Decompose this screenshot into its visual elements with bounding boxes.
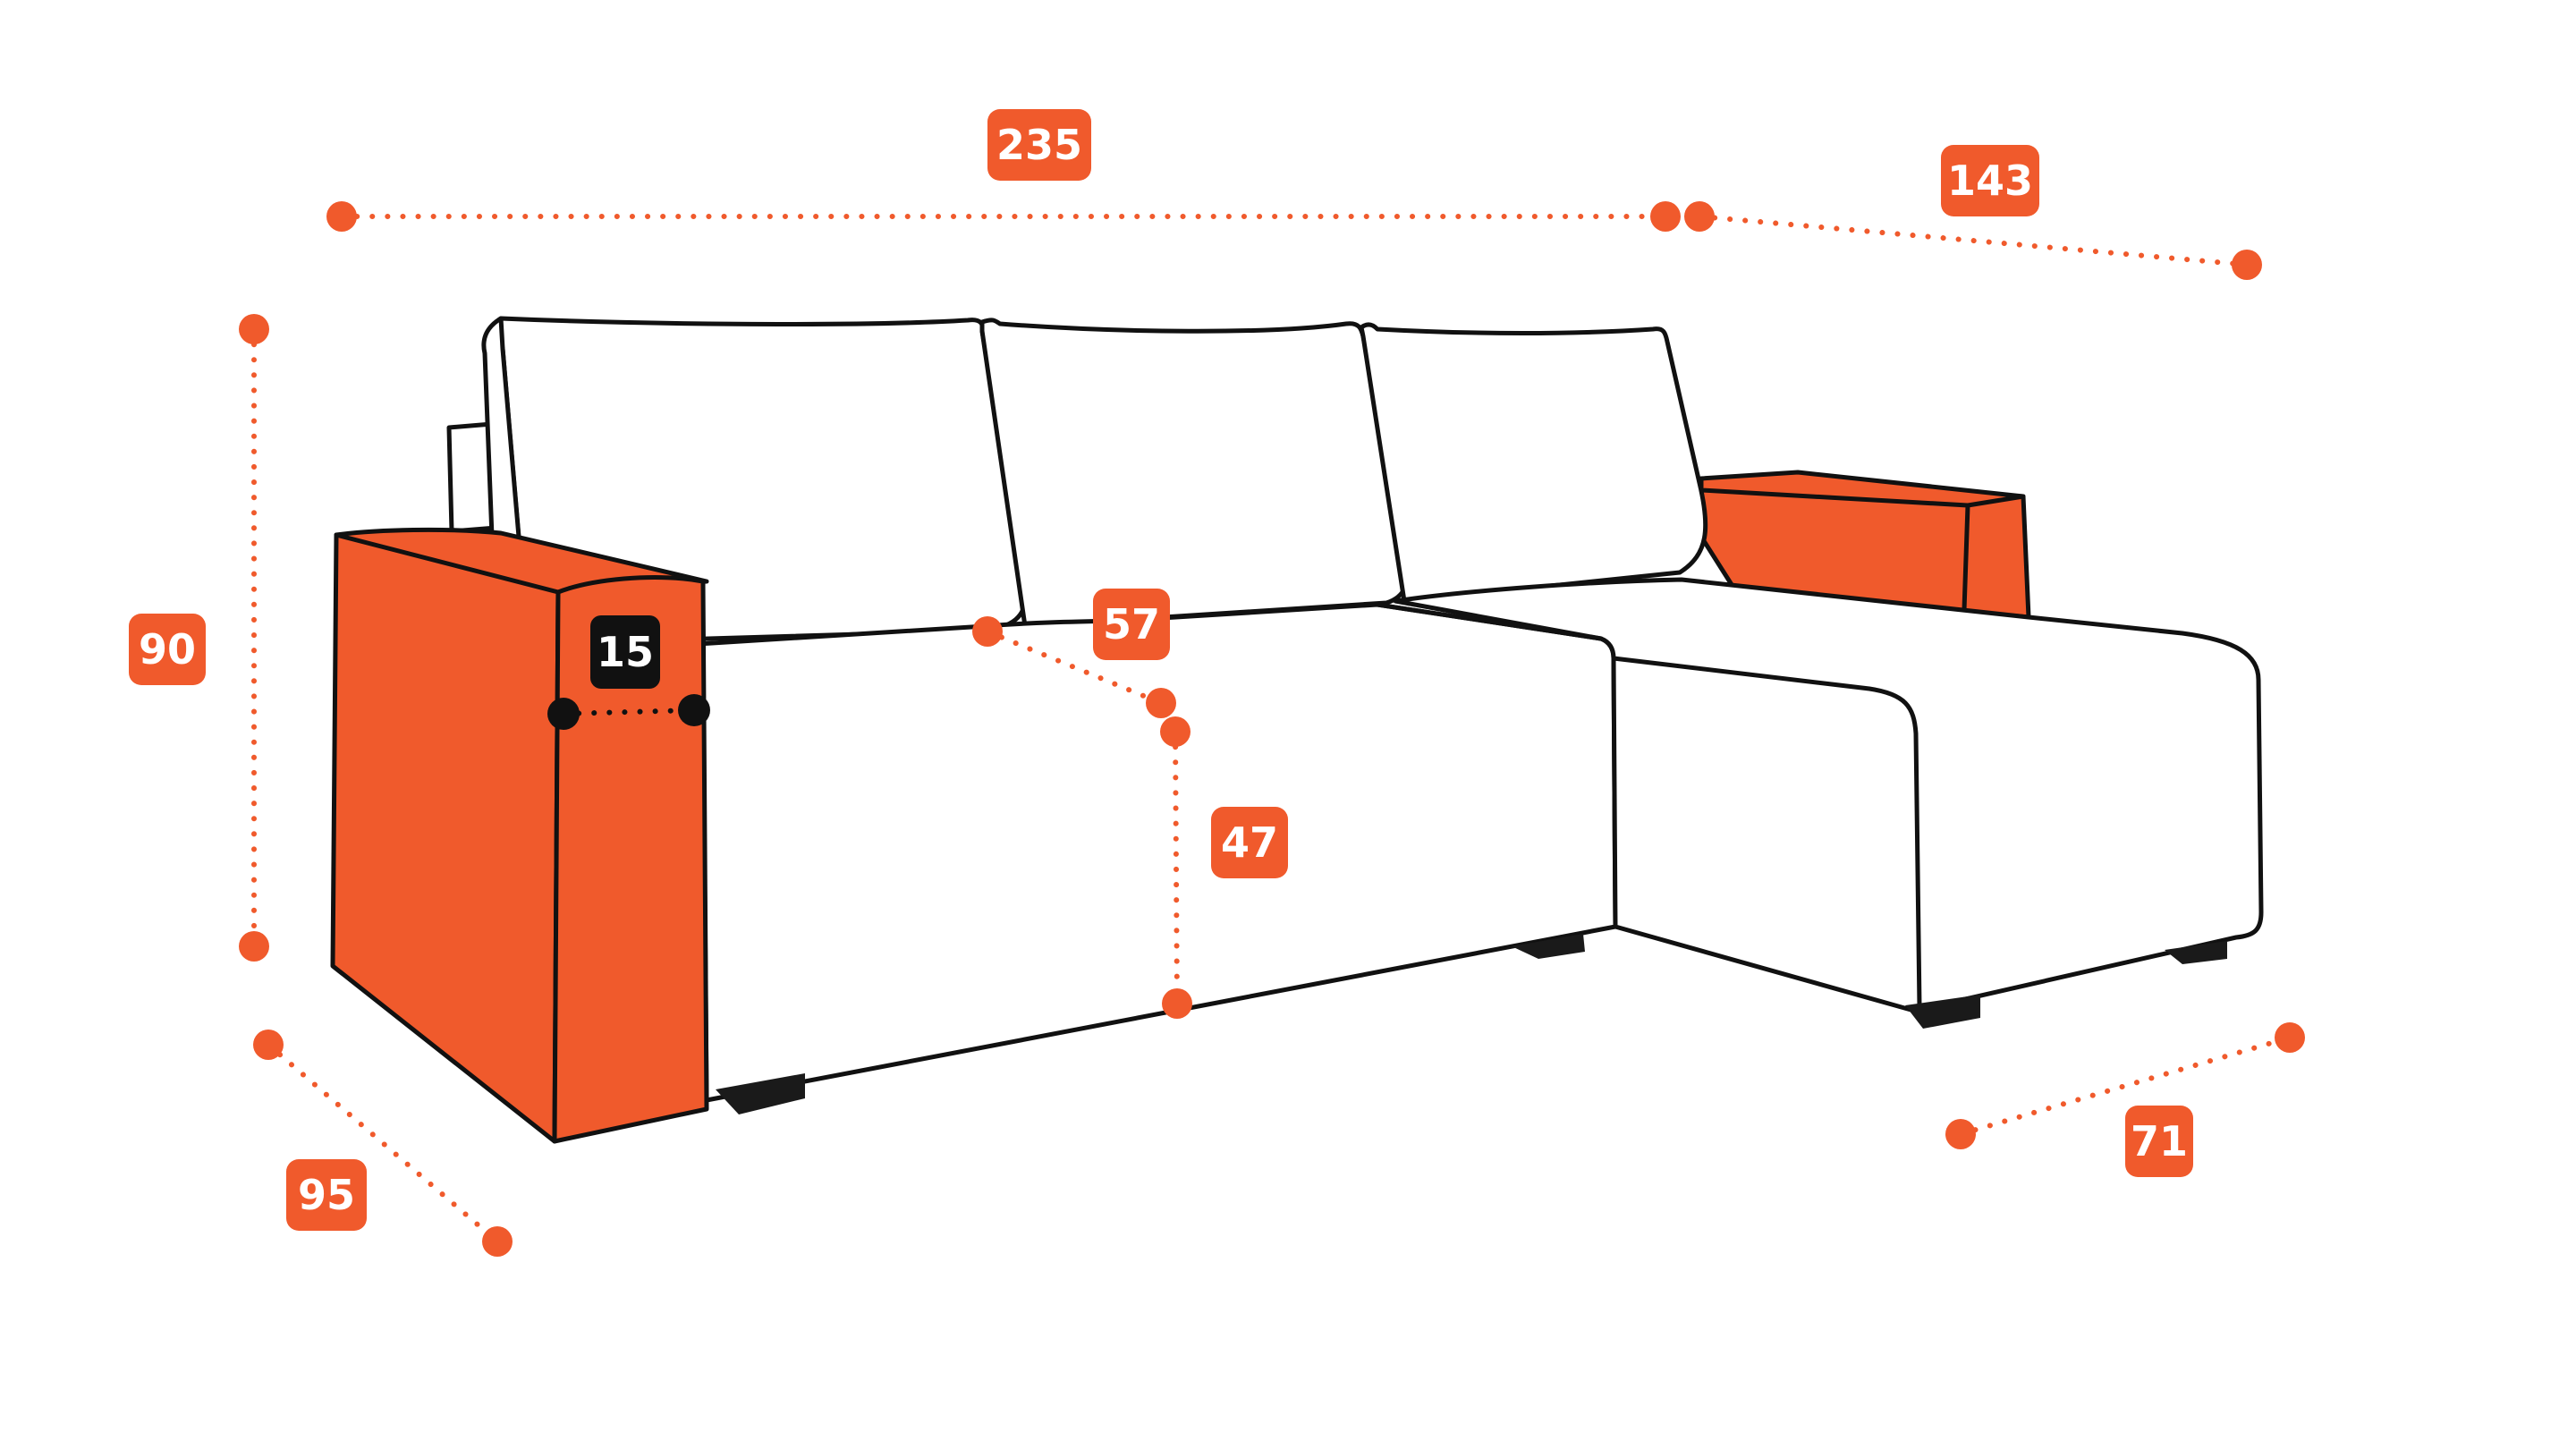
badge-depth-main: 95 (286, 1159, 367, 1231)
chaise-top-seam (1375, 602, 1604, 641)
badge-arm-width: 15 (590, 615, 660, 689)
badge-depth-main-label: 95 (298, 1171, 355, 1219)
dimline-width-chaise (1697, 214, 2250, 267)
dot-depth-main-end (482, 1226, 513, 1257)
badge-arm-width-label: 15 (597, 628, 654, 676)
badge-height-total-label: 90 (139, 625, 196, 674)
left-armrest-top-edge (334, 532, 561, 595)
dot-height-total-top (239, 314, 269, 344)
dot-height-total-bottom (239, 931, 269, 962)
dimline-seat-height (1173, 729, 1180, 1006)
dot-width-main-start (326, 201, 357, 232)
dimline-arm-width (561, 708, 697, 716)
dot-seat-height-top (1160, 716, 1191, 747)
back-cushion-middle (979, 318, 1411, 629)
leg-front-left (716, 1073, 805, 1114)
dot-depth-main-start (253, 1030, 284, 1060)
badge-height-total: 90 (129, 614, 206, 685)
dot-seat-depth-start (972, 616, 1003, 647)
seat-cushion-main (695, 602, 1618, 1103)
badge-seat-depth-label: 57 (1103, 600, 1160, 648)
back-cushion-right (1359, 322, 1708, 604)
dimension-lines (239, 201, 2305, 1257)
left-armrest-front (552, 575, 709, 1144)
badge-width-main-label: 235 (996, 121, 1082, 169)
dot-arm-width-end (678, 694, 710, 726)
badge-seat-depth: 57 (1093, 589, 1170, 660)
badge-width-main: 235 (987, 109, 1091, 181)
badge-width-chaise-label: 143 (1947, 157, 2033, 205)
dot-width-chaise-start (1684, 201, 1715, 232)
dimline-seat-depth (985, 629, 1164, 706)
chaise-cushion-seam (1611, 656, 1922, 1010)
dot-width-main-end (1650, 201, 1681, 232)
leg-chaise-back (2165, 941, 2227, 964)
badge-width-chaise: 143 (1941, 145, 2039, 216)
leg-chaise-front (1905, 995, 1980, 1029)
sofa-illustration (330, 316, 2264, 1144)
dot-chaise-width-start (1945, 1119, 1976, 1149)
dot-width-chaise-end (2232, 250, 2262, 280)
badge-seat-height-label: 47 (1221, 818, 1278, 867)
dimension-badges: 235 143 90 95 57 47 15 71 (129, 109, 2193, 1231)
dot-chaise-width-end (2275, 1022, 2305, 1053)
leg-middle (1512, 934, 1585, 959)
badge-seat-height: 47 (1211, 807, 1288, 878)
right-armrest-edge (1962, 503, 1970, 613)
dot-seat-depth-end (1146, 688, 1176, 718)
dimline-depth-main (266, 1042, 500, 1244)
badge-chaise-width: 71 (2125, 1106, 2193, 1177)
badge-chaise-width-label: 71 (2131, 1117, 2188, 1165)
dot-arm-width-start (547, 698, 580, 730)
dot-seat-height-bottom (1162, 988, 1192, 1019)
